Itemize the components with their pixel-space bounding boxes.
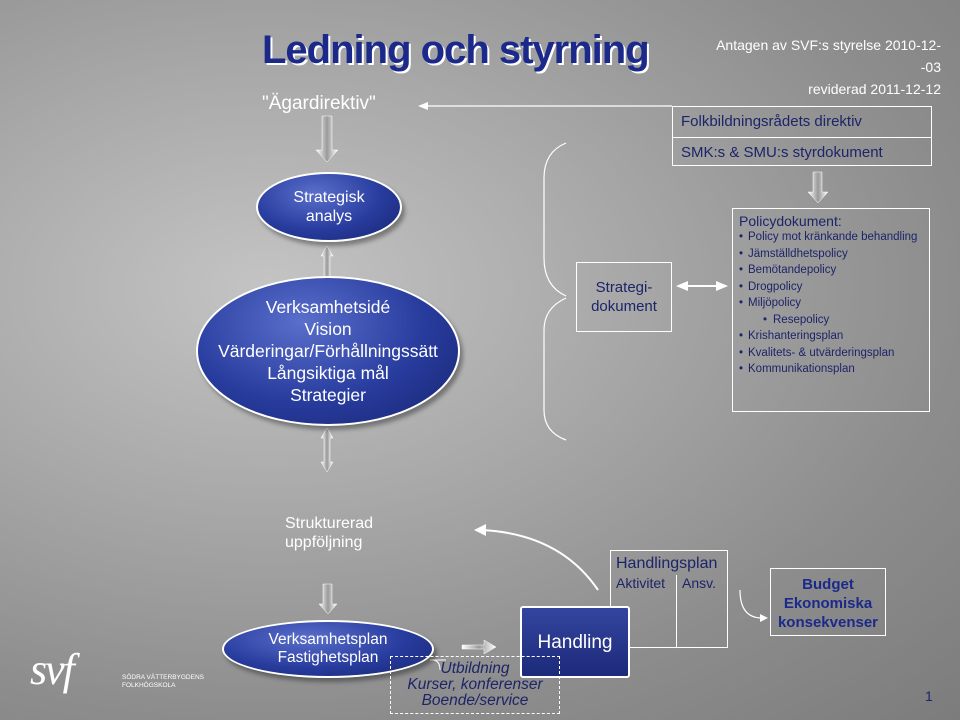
logo-subtitle: SÖDRA VÄTTERBYGDENS FOLKHÖGSKOLA bbox=[122, 674, 204, 690]
utbildning-line: Kurser, konferenser bbox=[407, 676, 543, 693]
stratbox-line: Strategi- bbox=[595, 279, 653, 296]
down-arrow-uppfoljning bbox=[318, 583, 338, 615]
handling-box: Handling bbox=[520, 606, 630, 678]
bracket-vplan-utbildning bbox=[430, 659, 446, 671]
policy-list: Policy mot kränkande behandling Jämställ… bbox=[739, 231, 923, 378]
ellipse-line: analys bbox=[305, 208, 353, 225]
list-item: Policy mot kränkande behandling bbox=[739, 231, 923, 244]
directives-line-1: Folkbildningsrådets direktiv bbox=[681, 113, 862, 130]
handlingsplan-box: Handlingsplan Aktivitet Ansv. bbox=[610, 550, 728, 648]
ellipse-line: Fastighetsplan bbox=[277, 649, 379, 666]
revised-date: reviderad 2011-12-12 bbox=[808, 81, 941, 97]
ellipse-line: Strategisk bbox=[293, 189, 365, 206]
strategisk-analys-ellipse: Strategisk analys bbox=[256, 172, 402, 242]
struk-line: Strukturerad bbox=[285, 515, 374, 532]
list-item: Drogpolicy bbox=[739, 279, 923, 296]
handlingsplan-col-aktivitet: Aktivitet bbox=[616, 575, 666, 591]
directives-line-2: SMK:s & SMU:s styrdokument bbox=[681, 144, 883, 161]
ellipse-line: Verksamhetsplan bbox=[268, 631, 388, 648]
utbildning-box: Utbildning Kurser, konferenser Boende/se… bbox=[390, 656, 560, 714]
page-title: Ledning och styrning bbox=[262, 28, 650, 72]
handlingsplan-divider bbox=[676, 575, 677, 647]
ellipse-line: Värderingar/Förhållningssätt bbox=[218, 341, 438, 361]
directives-box: Folkbildningsrådets direktiv SMK:s & SMU… bbox=[672, 106, 932, 166]
list-item: Resepolicy bbox=[739, 312, 923, 329]
list-item: Kvalitets- & utvärderingsplan bbox=[739, 347, 923, 360]
handlingsplan-title: Handlingsplan bbox=[616, 555, 718, 572]
strategidokument-box: Strategi- dokument bbox=[576, 262, 672, 332]
utbildning-line: Boende/service bbox=[421, 692, 529, 709]
verksamhetsplan-ellipse: Verksamhetsplan Fastighetsplan bbox=[222, 620, 434, 678]
struk-line: uppföljning bbox=[285, 534, 363, 551]
list-item: Jämställdhetspolicy bbox=[739, 246, 923, 263]
ellipse-line: Långsiktiga mål bbox=[267, 363, 389, 383]
list-item: Krishanteringsplan bbox=[739, 328, 923, 345]
list-item: Miljöpolicy bbox=[739, 295, 923, 312]
logo-sub-line: FOLKHÖGSKOLA bbox=[122, 682, 176, 689]
agardirektiv-label: "Ägardirektiv" bbox=[262, 93, 376, 114]
handlingsplan-col-ansv: Ansv. bbox=[682, 575, 716, 591]
ellipse-line: Vision bbox=[304, 319, 352, 339]
budget-box: Budget Ekonomiska konsekvenser bbox=[770, 568, 886, 636]
curved-arrow-feedback bbox=[481, 529, 599, 591]
budget-line: konsekvenser bbox=[777, 614, 879, 631]
down-arrow-agardirektiv bbox=[315, 115, 339, 163]
policy-title: Policydokument: bbox=[739, 213, 842, 229]
budget-line: Ekonomiska bbox=[783, 595, 873, 612]
ellipse-line: Strategier bbox=[290, 385, 366, 405]
logo-text: svf bbox=[30, 645, 75, 694]
vertical-arrow-verksamhet-down bbox=[320, 427, 334, 473]
page-number: 1 bbox=[925, 688, 933, 704]
logo-sub-line: SÖDRA VÄTTERBYGDENS bbox=[122, 674, 204, 681]
directives-divider bbox=[673, 137, 931, 138]
down-arrow-directives bbox=[807, 171, 829, 204]
right-arrow-vplan-handling bbox=[461, 639, 497, 655]
list-item: Bemötandepolicy bbox=[739, 262, 923, 279]
verksamhetside-ellipse: Verksamhetsidé Vision Värderingar/Förhål… bbox=[196, 276, 460, 426]
left-bracket-lower bbox=[543, 297, 567, 441]
budget-line: Budget bbox=[802, 576, 854, 593]
left-bracket-upper bbox=[543, 142, 567, 297]
curved-arrow-to-budget bbox=[739, 589, 763, 619]
approval-info: Antagen av SVF:s styrelse 2010-12--03 re… bbox=[705, 34, 941, 100]
policy-box: Policydokument: Policy mot kränkande beh… bbox=[732, 208, 930, 412]
utbildning-line: Utbildning bbox=[440, 660, 510, 677]
ellipse-line: Verksamhetsidé bbox=[265, 297, 391, 317]
list-item: Kommunikationsplan bbox=[739, 361, 923, 378]
strukturerad-uppfoljning: Strukturerad uppföljning bbox=[285, 514, 373, 552]
stratbox-line: dokument bbox=[591, 298, 657, 315]
svf-logo: svf SÖDRA VÄTTERBYGDENS FOLKHÖGSKOLA bbox=[30, 645, 204, 694]
approved-date: Antagen av SVF:s styrelse 2010-12--03 bbox=[716, 37, 941, 75]
